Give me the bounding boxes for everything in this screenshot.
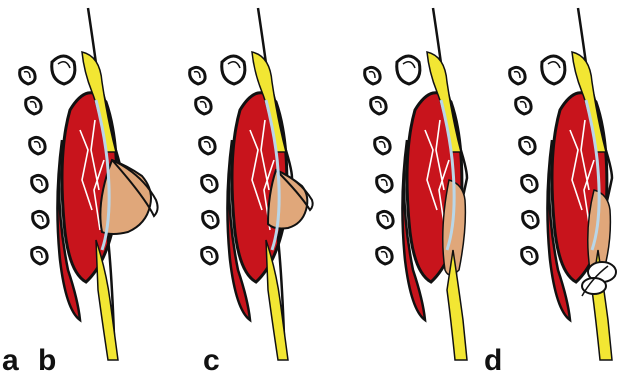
panel-d: d bbox=[484, 8, 616, 377]
panel-label-b: b bbox=[38, 344, 56, 377]
panel-label-d: d bbox=[484, 344, 502, 377]
panel-label-c: c bbox=[203, 344, 220, 377]
panel-a: a bbox=[2, 8, 158, 377]
panel-label-a: a bbox=[2, 344, 19, 377]
